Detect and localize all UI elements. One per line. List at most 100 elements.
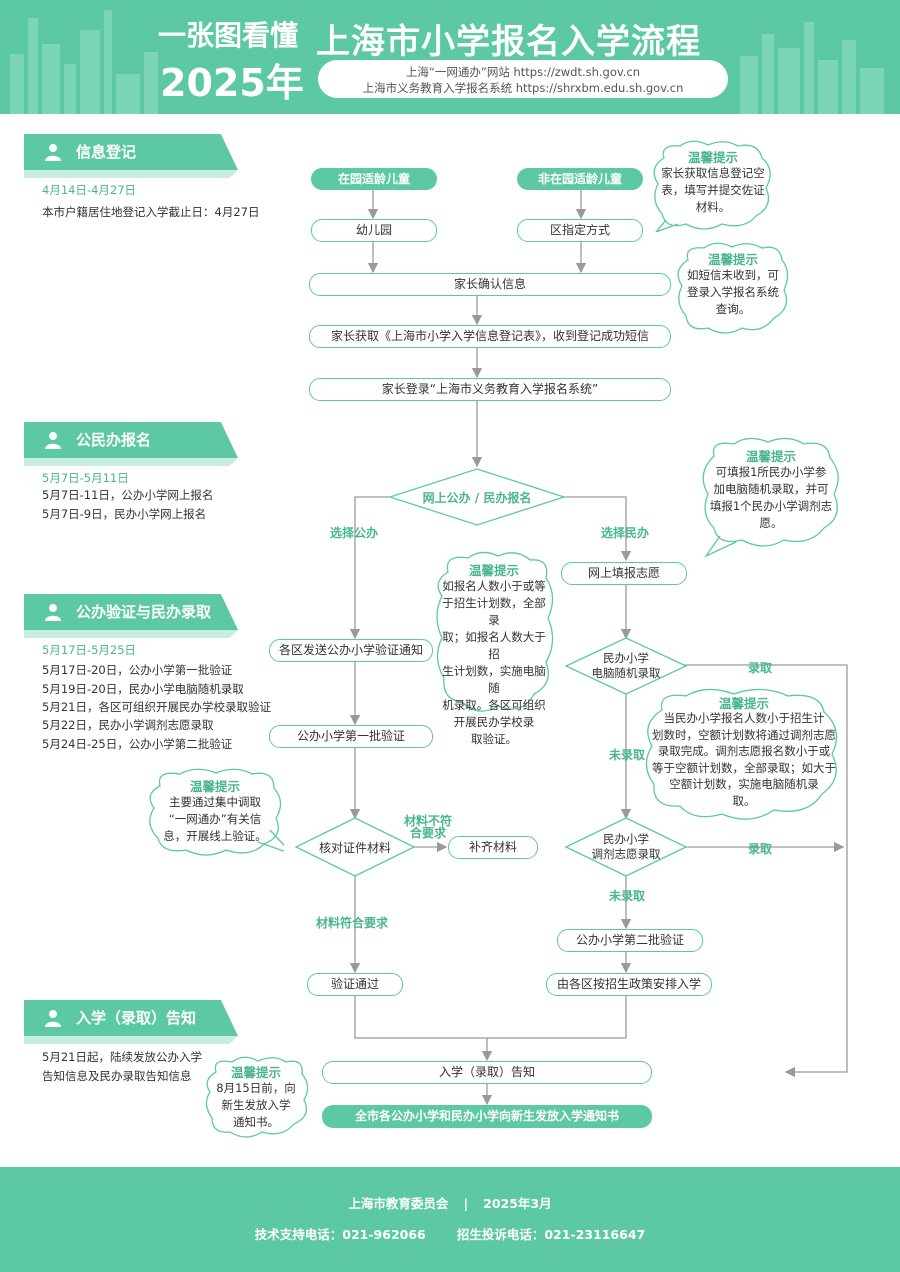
tip-title: 温馨提示: [718, 696, 769, 711]
tip-text: 主要通过集中调取“一网通办”有关信息，开展线上验证。: [163, 795, 267, 843]
main-title: 上海市小学报名入学流程: [316, 22, 701, 62]
section-title: 公办验证与民办录取: [76, 603, 212, 621]
cloud-bubble-icon: [677, 242, 789, 334]
footer-separator: |: [463, 1196, 469, 1211]
complaint-label: 招生投诉电话：: [456, 1227, 545, 1242]
cloud-bubble-icon: [645, 688, 838, 820]
node-login-system: 家长登录“上海市义务教育入学报名系统”: [309, 378, 671, 401]
node-not-in-kindergarten: 非在园适龄儿童: [517, 168, 643, 190]
label-docs-ok: 材料符合要求: [316, 916, 389, 930]
section-tab-online-application: 公民办报名: [24, 422, 238, 466]
node-final-notice: 全市各公办小学和民办小学向新生发放入学通知书: [322, 1105, 652, 1128]
footer-org-line: 上海市教育委员会 | 2025年3月: [0, 1193, 900, 1212]
section-title: 公民办报名: [76, 431, 152, 449]
tip-title: 温馨提示: [707, 252, 758, 267]
person-icon: [45, 604, 61, 621]
label-not-admitted-lottery: 未录取: [609, 748, 646, 762]
section-line: 5月21日起，陆续发放公办入学: [42, 1050, 202, 1064]
cloud-bubble-icon: [653, 140, 771, 232]
node-kindergarten: 幼儿园: [311, 219, 437, 242]
tip-cloud-adjust: 温馨提示 当民办小学报名人数小于招生计划数时，空额计划数将通过调剂志愿录取完成。…: [644, 688, 844, 828]
label-text: 材料不符: [403, 814, 452, 828]
footer-org: 上海市教育委员会: [348, 1196, 449, 1211]
cloud-bubble-icon: [702, 437, 839, 558]
section-date: 4月14日-4月27日: [42, 183, 137, 197]
node-enrollment-notice: 入学（录取）告知: [322, 1061, 652, 1084]
tip-cloud-registration: 温馨提示 家长获取信息登记空表，填写并提交佐证材料。: [652, 140, 774, 232]
tip-text: 家长获取信息登记空表，填写并提交佐证材料。: [661, 166, 765, 214]
node-supplement: 补齐材料: [448, 836, 538, 859]
decision-private-adjust: 民办小学 调剂志愿录取: [566, 832, 686, 862]
tip-title: 温馨提示: [687, 150, 738, 165]
tech-support-phone[interactable]: 021-962066: [342, 1227, 426, 1242]
section-line: 5月24日-25日，公办小学第二批验证: [42, 737, 233, 751]
tip-text: 8月15日前，向新生发放入学通知书。: [216, 1081, 296, 1129]
small-title: 一张图看懂: [158, 19, 299, 52]
label-admitted-lottery: 录取: [748, 661, 773, 675]
shrxbm-url[interactable]: 上海市义务教育入学报名系统 https://shrxbm.edu.sh.gov.…: [362, 81, 684, 95]
section-tab-info-registration: 信息登记: [24, 134, 238, 178]
label-not-admitted-adjust: 未录取: [609, 889, 646, 903]
section-date: 5月17日-5月25日: [42, 643, 137, 657]
tip-title: 温馨提示: [189, 779, 240, 794]
zwdt-url[interactable]: 上海“一网通办”网站 https://zwdt.sh.gov.cn: [405, 65, 641, 79]
section-line: 5月7日-11日，公办小学网上报名: [42, 488, 214, 502]
decision-text: 民办小学: [603, 651, 649, 665]
footer-phone-line: 技术支持电话：021-962066 招生投诉电话：021-23116647: [0, 1224, 900, 1243]
node-public-first-verify: 公办小学第一批验证: [269, 725, 433, 748]
person-icon: [45, 1010, 61, 1027]
section-line: 告知信息及民办录取告知信息: [42, 1069, 192, 1083]
person-icon: [45, 432, 61, 449]
header-banner: 一张图看懂 2025年 上海市小学报名入学流程 上海“一网通办”网站 https…: [0, 0, 900, 114]
section-line: 5月19日-20日，民办小学电脑随机录取: [42, 682, 244, 696]
cloud-bubble-icon: [149, 768, 284, 856]
tip-text: 如报名人数小于或等于招生计划数，全部录取；如报名人数大于招生计划数，实施电脑随机…: [442, 579, 546, 746]
tip-text: 可填报1所民办小学参加电脑随机录取，并可填报1个民办小学调剂志愿。: [709, 465, 833, 530]
node-confirm-info: 家长确认信息: [309, 273, 671, 296]
tech-support-label: 技术支持电话：: [254, 1227, 343, 1242]
cloud-bubble-icon: [436, 551, 554, 712]
cloud-bubble-icon: [205, 1056, 308, 1138]
decision-text: 民办小学: [603, 832, 649, 846]
url-box: 上海“一网通办”网站 https://zwdt.sh.gov.cn 上海市义务教…: [318, 60, 728, 98]
section-date: 5月7日-5月11日: [42, 471, 129, 485]
decision-online-apply: 网上公办 / 民办报名: [422, 491, 532, 505]
tip-cloud-notice: 温馨提示 8月15日前，向新生发放入学通知书。: [204, 1056, 308, 1140]
section-tab-enrollment-notice: 入学（录取）告知: [24, 1000, 238, 1044]
label-choose-private: 选择民办: [601, 526, 650, 540]
tip-cloud-private-wish: 温馨提示 可填报1所民办小学参加电脑随机录取，并可填报1个民办小学调剂志愿。: [700, 436, 842, 560]
tip-text: 当民办小学报名人数小于招生计划数时，空额计划数将通过调剂志愿录取完成。调剂志愿报…: [652, 711, 836, 808]
complaint-phone[interactable]: 021-23116647: [544, 1227, 646, 1242]
label-docs-not-ok: 材料不符 合要求: [400, 815, 456, 839]
section-line: 本市户籍居住地登记入学截止日：4月27日: [42, 205, 260, 219]
footer-banner: 上海市教育委员会 | 2025年3月 技术支持电话：021-962066 招生投…: [0, 1167, 900, 1272]
node-get-form: 家长获取《上海市小学入学信息登记表》，收到登记成功短信: [309, 325, 671, 348]
node-verified: 验证通过: [307, 973, 403, 996]
section-title: 入学（录取）告知: [76, 1009, 197, 1027]
tip-title: 温馨提示: [745, 449, 796, 464]
section-line: 5月7日-9日，民办小学网上报名: [42, 507, 207, 521]
tip-cloud-sms: 温馨提示 如短信未收到，可登录入学报名系统查询。: [676, 242, 790, 338]
person-icon: [45, 144, 61, 161]
decision-text: 调剂志愿录取: [591, 847, 661, 861]
footer-date: 2025年3月: [483, 1196, 552, 1211]
decision-private-lottery: 民办小学 电脑随机录取: [566, 651, 686, 681]
tip-title: 温馨提示: [230, 1065, 281, 1080]
tip-cloud-verify: 温馨提示 主要通过集中调取“一网通办”有关信息，开展线上验证。: [146, 768, 284, 856]
node-private-wish: 网上填报志愿: [561, 562, 687, 585]
year-title: 2025年: [160, 61, 304, 105]
section-line: 5月17日-20日，公办小学第一批验证: [42, 663, 233, 677]
decision-check-docs: 核对证件材料: [318, 841, 391, 855]
label-choose-public: 选择公办: [330, 526, 379, 540]
tip-text: 如短信未收到，可登录入学报名系统查询。: [687, 268, 779, 316]
section-tab-verify-admission: 公办验证与民办录取: [24, 594, 238, 638]
node-public-second-verify: 公办小学第二批验证: [557, 929, 703, 952]
label-text: 合要求: [409, 826, 446, 840]
tip-cloud-lottery: 温馨提示 如报名人数小于或等于招生计划数，全部录取；如报名人数大于招生计划数，实…: [434, 550, 554, 746]
section-title: 信息登记: [76, 143, 137, 161]
node-in-kindergarten: 在园适龄儿童: [311, 168, 437, 190]
node-district-method: 区指定方式: [517, 219, 643, 242]
node-public-notice: 各区发送公办小学验证通知: [269, 639, 433, 662]
section-line: 5月21日，各区可组织开展民办学校录取验证: [42, 700, 271, 714]
